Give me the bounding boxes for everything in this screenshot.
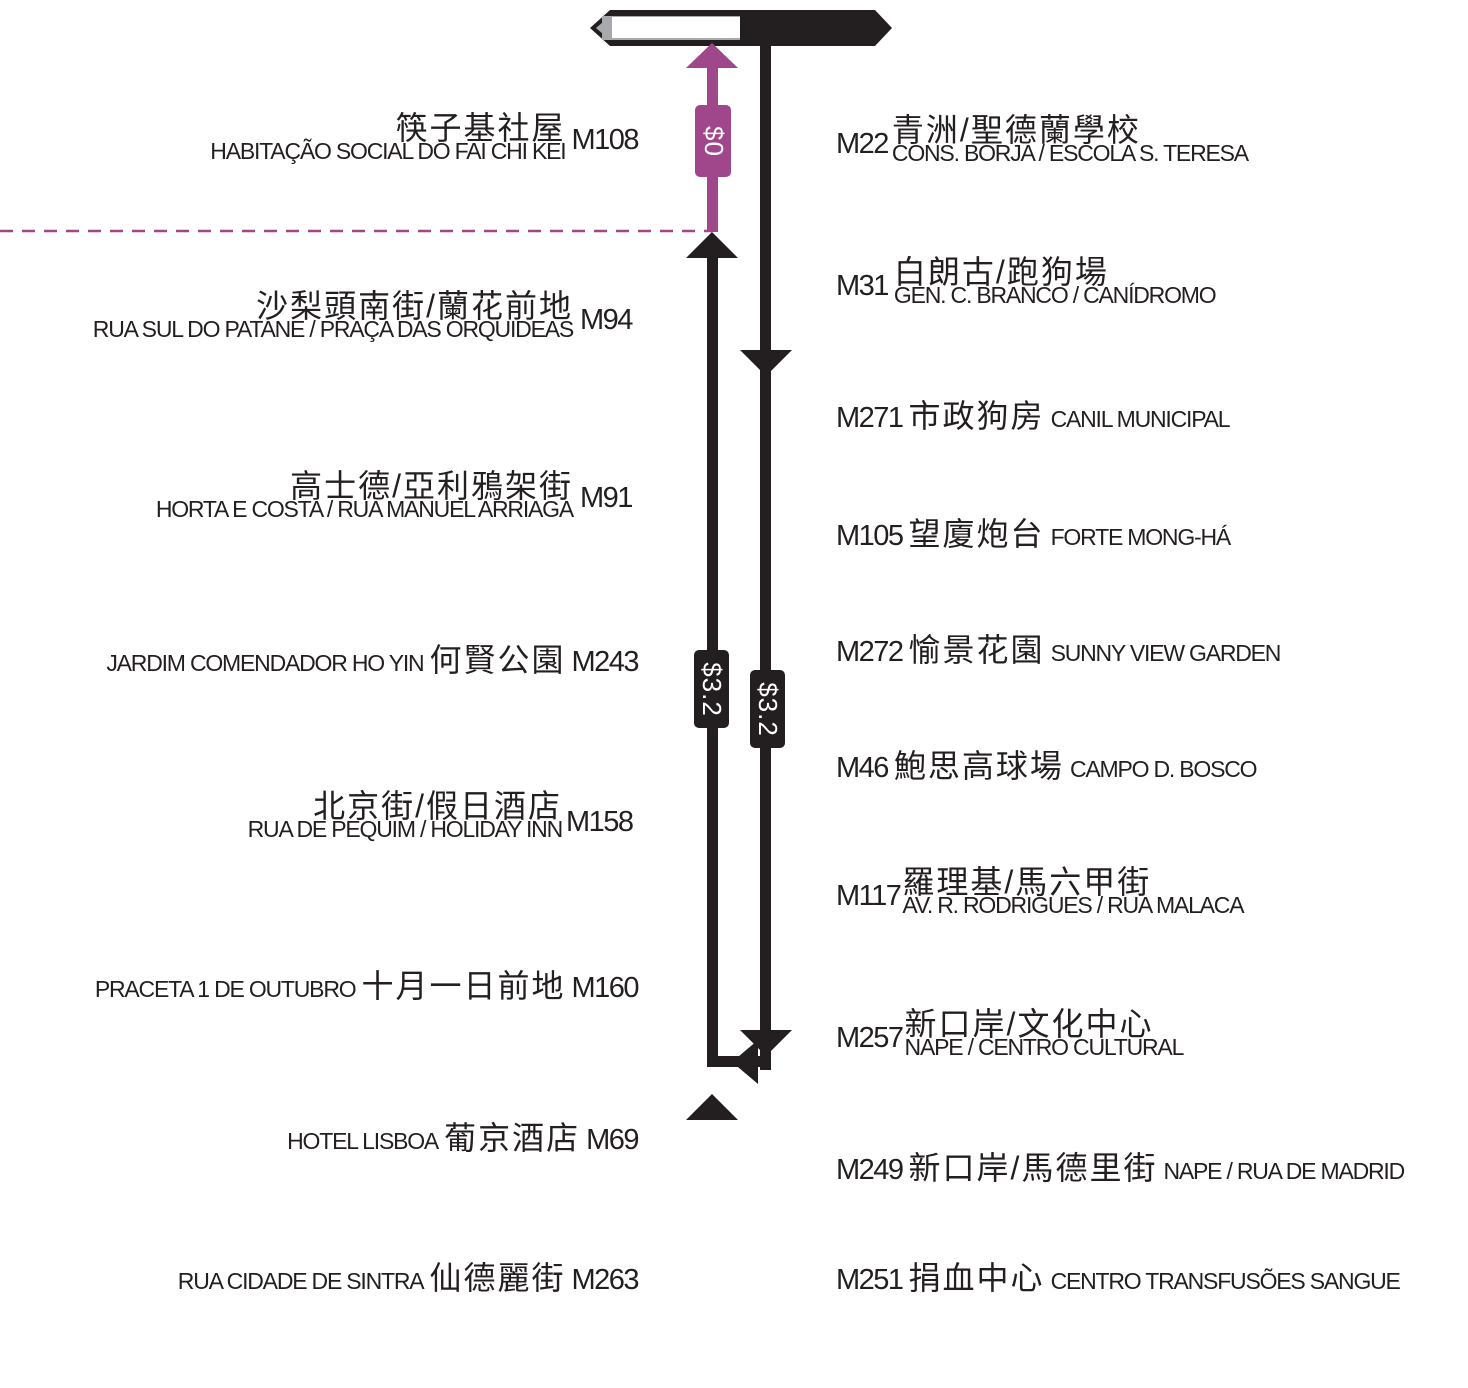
down-arrow-1: [740, 350, 792, 376]
stop-m69: HOTEL LISBOA 葡京酒店 M69: [287, 1120, 639, 1156]
stop-m243: JARDIM COMENDADOR HO YIN 何賢公園 M243: [106, 642, 639, 678]
stop-pt: RUA CIDADE DE SINTRA: [177, 1268, 425, 1294]
stop-zh: 青洲/聖德蘭學校: [891, 112, 1141, 148]
stop-code: M108: [571, 124, 639, 156]
stop-pt: SUNNY VIEW GARDEN: [1050, 640, 1282, 666]
stop-zh: 北京街/假日酒店: [313, 788, 562, 824]
stop-pt: JARDIM COMENDADOR HO YIN: [106, 650, 424, 676]
fare-badge-inbound: $3.2: [750, 670, 785, 748]
stop-zh: 筷子基社屋: [395, 110, 566, 146]
stop-m31: M31 白朗古/跑狗場 GEN. C. BRANCO / CANÍDROMO: [836, 254, 1217, 308]
stop-code: M31: [836, 270, 889, 302]
stop-m94: 沙梨頭南街/蘭花前地 RUA SUL DO PATANE / PRAÇA DAS…: [92, 288, 574, 342]
stop-m160: PRACETA 1 DE OUTUBRO 十月一日前地 M160: [94, 968, 640, 1004]
stop-code: M263: [571, 1264, 639, 1296]
stop-pt: CAMPO D. BOSCO: [1069, 756, 1258, 782]
stop-pt: CONS. BORJA / ESCOLA S. TERESA: [891, 140, 1249, 166]
stop-pt: HOTEL LISBOA: [287, 1128, 439, 1154]
stop-pt: CENTRO TRANSFUSÕES SANGUE: [1050, 1268, 1401, 1294]
stop-code-m94: M94: [580, 304, 633, 336]
stop-m46: M46 鮑思高球場 CAMPO D. BOSCO: [836, 748, 1258, 784]
terminal-left-cap: [596, 16, 610, 40]
stop-m158: 北京街/假日酒店 RUA DE PEQUIM / HOLIDAY INN: [247, 788, 564, 842]
stop-m108: 筷子基社屋 HABITAÇÃO SOCIAL DO FAI CHI KEI M1…: [210, 110, 639, 164]
stop-m251: M251 捐血中心 CENTRO TRANSFUSÕES SANGUE: [836, 1260, 1401, 1296]
stop-zh: 望廈炮台: [908, 516, 1045, 552]
stop-zh: 白朗古/跑狗場: [893, 254, 1109, 290]
stop-code: M271: [836, 402, 904, 434]
up-arrow-1: [686, 232, 738, 258]
stop-m91: 高士德/亞利鴉架街 HORTA E COSTA / RUA MANUEL ARR…: [155, 468, 574, 522]
up-arrow-2: [686, 1094, 738, 1120]
stop-zh: 十月一日前地: [361, 968, 566, 1004]
stop-code: M105: [836, 520, 904, 552]
stop-m22: M22 青洲/聖德蘭學校 CONS. BORJA / ESCOLA S. TER…: [836, 112, 1249, 166]
loop-arrow: [732, 1040, 758, 1084]
stop-zh: 市政狗房: [908, 398, 1045, 434]
fare-inbound-text: $3.2: [753, 681, 784, 737]
stop-zh: 高士德/亞利鴉架街: [290, 468, 573, 504]
stop-code: M46: [836, 752, 889, 784]
fare-badge-free: $0: [695, 105, 731, 177]
stop-pt: RUA DE PEQUIM / HOLIDAY INN: [247, 816, 564, 842]
stop-zh: 何賢公園: [429, 642, 566, 678]
stop-m257: M257 新口岸/文化中心 NAPE / CENTRO CULTURAL: [836, 1006, 1185, 1060]
stop-m249: M249 新口岸/馬德里街 NAPE / RUA DE MADRID: [836, 1150, 1405, 1186]
stop-pt: FORTE MONG-HÁ: [1050, 524, 1232, 550]
terminal-white-box: [612, 17, 740, 38]
stop-pt: GEN. C. BRANCO / CANÍDROMO: [893, 282, 1217, 308]
stop-m272: M272 愉景花園 SUNNY VIEW GARDEN: [836, 632, 1282, 668]
stop-pt: NAPE / RUA DE MADRID: [1163, 1158, 1405, 1184]
stop-zh: 捐血中心: [908, 1260, 1045, 1296]
stop-m105: M105 望廈炮台 FORTE MONG-HÁ: [836, 516, 1232, 552]
down-arrow-2: [740, 1030, 792, 1056]
stop-code: M22: [836, 128, 889, 160]
stop-pt: CANIL MUNICIPAL: [1050, 406, 1231, 432]
stop-zh: 新口岸/文化中心: [904, 1006, 1154, 1042]
stop-code: M251: [836, 1264, 904, 1296]
stop-m263: RUA CIDADE DE SINTRA 仙德麗街 M263: [177, 1260, 640, 1296]
stop-zh: 愉景花園: [908, 632, 1045, 668]
fare-free-text: $0: [698, 125, 729, 157]
stop-pt: NAPE / CENTRO CULTURAL: [904, 1034, 1185, 1060]
stop-zh: 新口岸/馬德里街: [908, 1150, 1158, 1186]
stop-zh: 葡京酒店: [444, 1120, 581, 1156]
stop-code: M272: [836, 636, 904, 668]
free-zone-arrow: [686, 43, 738, 68]
stop-pt: RUA SUL DO PATANE / PRAÇA DAS ORQUIDEAS: [92, 316, 574, 342]
fare-badge-outbound: $3.2: [694, 650, 729, 728]
stop-pt: PRACETA 1 DE OUTUBRO: [94, 976, 357, 1002]
stop-zh: 鮑思高球場: [893, 748, 1064, 784]
inbound-line: [760, 40, 771, 1070]
stop-zh: 羅理基/馬六甲街: [902, 864, 1152, 900]
stop-code: M69: [586, 1124, 639, 1156]
fare-outbound-text: $3.2: [697, 661, 728, 717]
stop-pt: AV. R. RODRIGUES / RUA MALACA: [902, 892, 1244, 918]
stop-m271: M271 市政狗房 CANIL MUNICIPAL: [836, 398, 1231, 434]
stop-code: M249: [836, 1154, 904, 1186]
stop-code-m91: M91: [580, 482, 633, 514]
stop-m117: M117 羅理基/馬六甲街 AV. R. RODRIGUES / RUA MAL…: [836, 864, 1245, 918]
stop-zh: 仙德麗街: [429, 1260, 566, 1296]
stop-code: M117: [836, 880, 902, 912]
stop-code: M243: [571, 646, 639, 678]
stop-pt: HORTA E COSTA / RUA MANUEL ARRIAGA: [155, 496, 574, 522]
stop-code: M160: [571, 972, 639, 1004]
stop-code: M257: [836, 1022, 904, 1054]
stop-code-m158: M158: [566, 806, 634, 838]
stop-zh: 沙梨頭南街/蘭花前地: [256, 288, 573, 324]
stop-pt: HABITAÇÃO SOCIAL DO FAI CHI KEI: [210, 138, 566, 164]
